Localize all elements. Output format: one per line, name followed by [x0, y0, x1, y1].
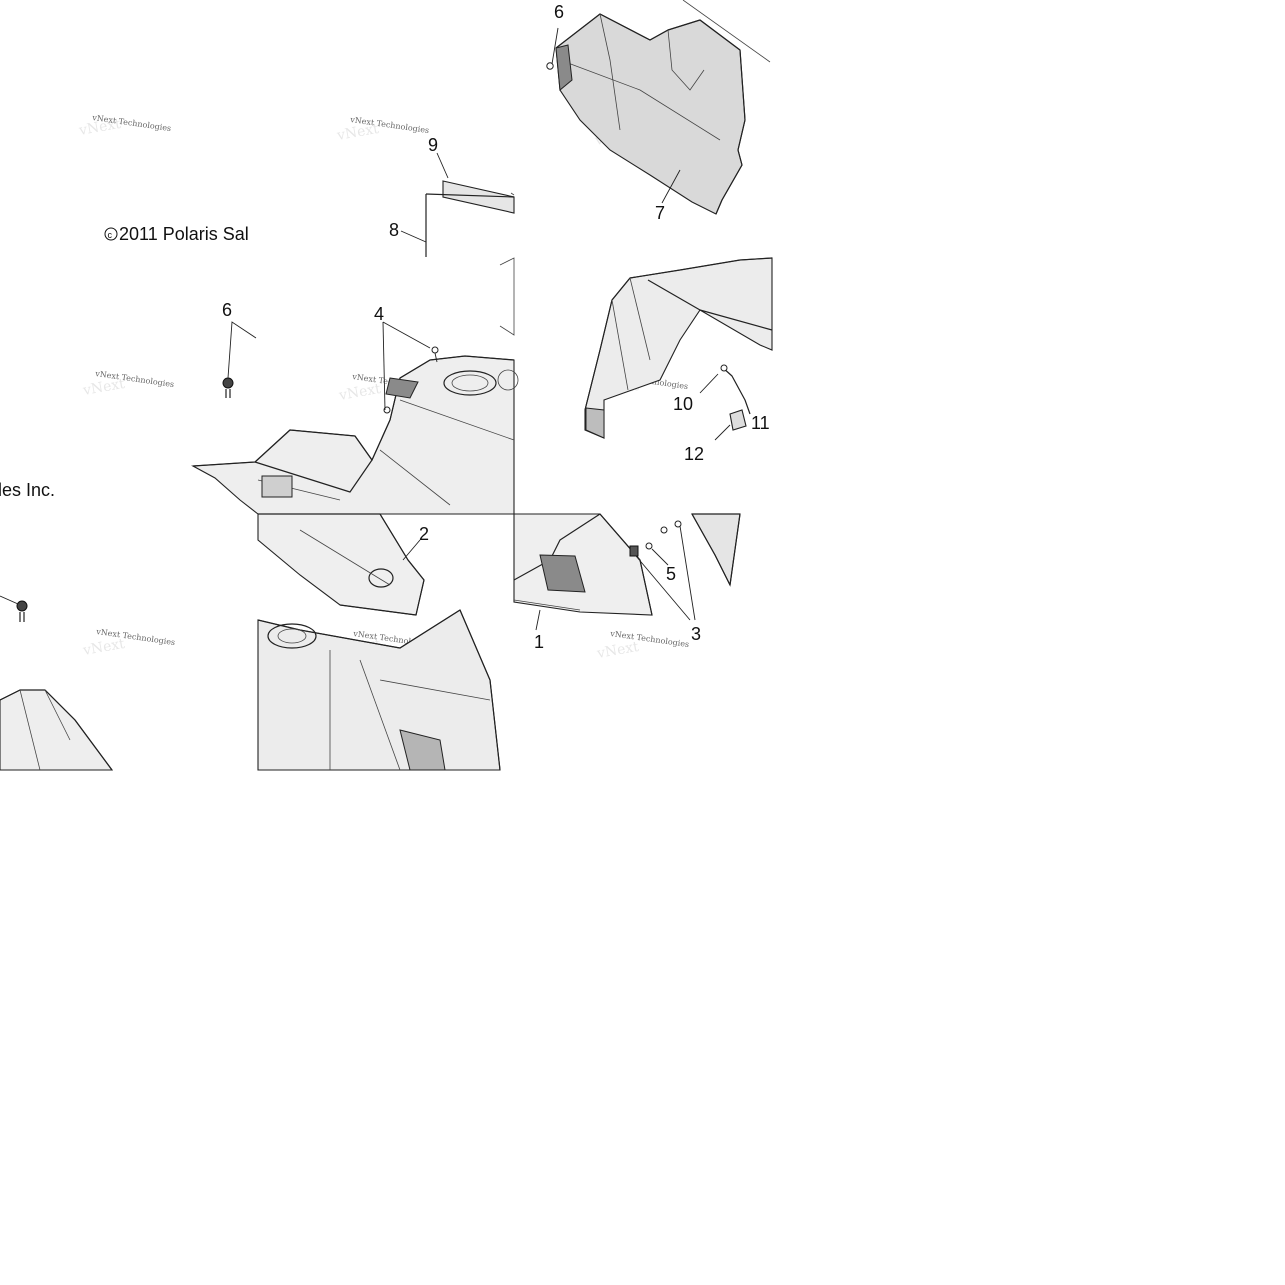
callout-12: 12 — [684, 444, 704, 464]
fastener-part-6-mid — [222, 321, 257, 398]
copyright-text-continued: les Inc. — [0, 480, 55, 500]
callout-3: 3 — [691, 624, 701, 644]
svg-text:vNext: vNext — [337, 381, 382, 404]
callout-7: 7 — [655, 203, 665, 223]
svg-text:vNext: vNext — [595, 639, 640, 662]
svg-text:c: c — [108, 230, 113, 240]
callout-2: 2 — [419, 524, 429, 544]
callout-6-mid: 6 — [222, 300, 232, 320]
fastener-part-6-top — [546, 27, 559, 70]
callout-11: 11 — [751, 413, 770, 433]
callout-4: 4 — [374, 304, 384, 324]
decal-part-8-9 — [400, 152, 515, 336]
side-panel-part-7 — [555, 0, 771, 215]
svg-text:vNext: vNext — [81, 376, 126, 399]
body-panel-center — [191, 321, 519, 515]
front-panel-part-1-3-5 — [513, 513, 741, 631]
callout-9: 9 — [428, 135, 438, 155]
copyright-line-a: c 2011 Polaris Sal — [104, 224, 249, 244]
callout-10: 10 — [673, 394, 693, 414]
svg-text:vNext: vNext — [335, 121, 380, 144]
side-panel-left-bottom — [0, 595, 114, 771]
callout-6: 6 — [554, 2, 564, 22]
callout-8: 8 — [389, 220, 399, 240]
copyright-text: 2011 Polaris Sal — [119, 224, 249, 244]
svg-text:vNext: vNext — [77, 116, 122, 139]
callout-1: 1 — [534, 632, 544, 652]
callout-5: 5 — [666, 564, 676, 584]
front-cowl-part-2 — [257, 513, 501, 771]
fender-part-10-12 — [584, 257, 773, 441]
svg-text:vNext: vNext — [81, 636, 126, 659]
